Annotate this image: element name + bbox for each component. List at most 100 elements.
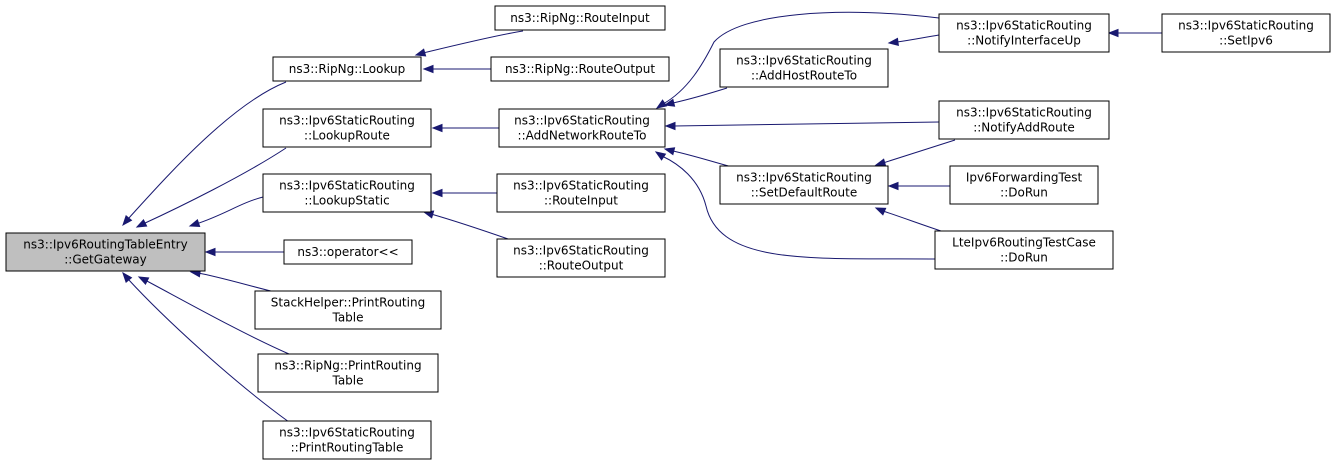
node-box <box>5 232 206 272</box>
node-label: ns3::Ipv6StaticRouting <box>956 106 1092 120</box>
arrowhead <box>663 147 676 156</box>
arrowhead <box>188 218 201 228</box>
arrowhead <box>663 98 676 107</box>
node-box <box>938 100 1110 140</box>
edge-line <box>127 81 287 220</box>
node-box <box>719 48 889 88</box>
edge-ripng-print-to-root <box>137 276 290 355</box>
node-notify-add-route[interactable]: ns3::Ipv6StaticRouting::NotifyAddRoute <box>938 100 1110 140</box>
arrowhead <box>431 188 443 198</box>
node-label: ns3::Ipv6StaticRouting <box>1178 19 1314 33</box>
edge-ipv6-forwarding-test-to-set-default-route <box>887 181 950 191</box>
node-label: ns3::Ipv6StaticRouting <box>513 179 649 193</box>
edge-lte-ipv6-routing-test-to-add-network-route-to <box>654 151 936 260</box>
node-label: ns3::Ipv6StaticRouting <box>514 114 650 128</box>
node-label: ::LookupRoute <box>304 129 390 143</box>
edge-set-ipv6-to-notify-interface-up <box>1107 28 1162 38</box>
edge-notify-interface-up-to-add-host-route-to <box>887 34 940 47</box>
edge-lookup-route-to-root <box>135 147 287 228</box>
edge-line <box>672 87 728 104</box>
node-label: ::NotifyInterfaceUp <box>967 34 1081 48</box>
node-static-route-output[interactable]: ns3::Ipv6StaticRouting::RouteOutput <box>496 238 666 278</box>
node-ripng-lookup[interactable]: ns3::RipNg::Lookup <box>272 56 422 82</box>
node-label: ::AddHostRouteTo <box>751 69 857 83</box>
arrowhead <box>414 48 427 57</box>
node-root[interactable]: ns3::Ipv6RoutingTableEntry::GetGateway <box>5 232 206 272</box>
edge-line <box>142 147 287 225</box>
edge-line <box>430 213 512 241</box>
node-lookup-route[interactable]: ns3::Ipv6StaticRouting::LookupRoute <box>262 108 432 148</box>
node-notify-interface-up[interactable]: ns3::Ipv6StaticRouting::NotifyInterfaceU… <box>938 13 1110 53</box>
node-static-route-input[interactable]: ns3::Ipv6StaticRouting::RouteInput <box>496 173 666 213</box>
node-ripng-print[interactable]: ns3::RipNg::PrintRoutingTable <box>257 353 439 393</box>
edge-add-host-route-to-to-add-network-route-to <box>663 87 728 107</box>
node-label: ::AddNetworkRouteTo <box>518 129 647 143</box>
edge-line <box>673 121 940 127</box>
node-operator-lshift[interactable]: ns3::operator<< <box>283 239 413 265</box>
node-label: ns3::Ipv6StaticRouting <box>279 114 415 128</box>
node-box <box>949 165 1099 205</box>
node-label: ::LookupStatic <box>304 194 389 208</box>
edge-ripng-lookup-to-root <box>122 81 287 227</box>
edge-line <box>127 278 290 423</box>
arrowhead <box>664 121 676 131</box>
edge-lte-ipv6-routing-test-to-set-default-route <box>874 207 942 232</box>
node-set-ipv6[interactable]: ns3::Ipv6StaticRouting::SetIpv6 <box>1161 13 1331 53</box>
node-static-print[interactable]: ns3::Ipv6StaticRouting::PrintRoutingTabl… <box>262 420 432 460</box>
arrowhead <box>122 271 133 284</box>
nodes-layer: ns3::Ipv6RoutingTableEntry::GetGatewayns… <box>5 5 1331 460</box>
arrowhead <box>122 214 133 227</box>
node-box <box>496 173 666 213</box>
node-ripng-route-output[interactable]: ns3::RipNg::RouteOutput <box>490 56 670 82</box>
node-label: ns3::Ipv6StaticRouting <box>279 426 415 440</box>
node-set-default-route[interactable]: ns3::Ipv6StaticRouting::SetDefaultRoute <box>719 165 889 205</box>
node-label: Table <box>331 374 363 388</box>
node-lte-ipv6-routing-test[interactable]: LteIpv6RoutingTestCase::DoRun <box>934 230 1114 270</box>
node-box <box>283 239 413 265</box>
node-add-host-route-to[interactable]: ns3::Ipv6StaticRouting::AddHostRouteTo <box>719 48 889 88</box>
edge-line <box>896 34 940 43</box>
edge-static-print-to-root <box>122 271 290 423</box>
arrowhead <box>431 123 443 133</box>
node-box <box>719 165 889 205</box>
node-stackhelper-print[interactable]: StackHelper::PrintRoutingTable <box>254 290 442 330</box>
node-label: ns3::RipNg::RouteOutput <box>505 62 655 76</box>
node-label: ::NotifyAddRoute <box>973 121 1075 135</box>
edge-stackhelper-print-to-root <box>189 269 272 292</box>
node-box <box>934 230 1114 270</box>
edge-lookup-static-to-root <box>188 196 264 228</box>
node-label: ns3::RipNg::PrintRouting <box>274 359 421 373</box>
edge-static-route-input-to-lookup-static <box>431 188 497 198</box>
edge-line <box>661 155 936 260</box>
node-ipv6-forwarding-test[interactable]: Ipv6ForwardingTest::DoRun <box>949 165 1099 205</box>
node-box <box>257 353 439 393</box>
edge-add-network-route-to-to-lookup-route <box>431 123 499 133</box>
node-box <box>494 5 666 31</box>
node-label: ::DoRun <box>1000 186 1048 200</box>
edge-line <box>882 139 956 164</box>
node-label: Table <box>331 311 363 325</box>
node-label: LteIpv6RoutingTestCase <box>952 236 1096 250</box>
node-box <box>272 56 422 82</box>
node-label: ns3::RipNg::Lookup <box>289 62 406 76</box>
edge-line <box>672 150 733 168</box>
arrowhead <box>874 158 887 167</box>
edge-line <box>144 279 290 355</box>
node-ripng-route-input[interactable]: ns3::RipNg::RouteInput <box>494 5 666 31</box>
node-box <box>490 56 670 82</box>
node-box <box>262 108 432 148</box>
node-label: ns3::Ipv6StaticRouting <box>736 171 872 185</box>
node-add-network-route-to[interactable]: ns3::Ipv6StaticRouting::AddNetworkRouteT… <box>498 108 666 148</box>
arrowhead <box>204 247 216 257</box>
node-label: ::GetGateway <box>64 253 146 267</box>
edge-ripng-route-input-to-ripng-lookup <box>414 30 524 57</box>
arrowhead <box>887 37 899 47</box>
edge-line <box>422 30 524 54</box>
arrowhead <box>135 218 148 228</box>
node-box <box>262 420 432 460</box>
node-lookup-static[interactable]: ns3::Ipv6StaticRouting::LookupStatic <box>262 173 432 213</box>
node-box <box>498 108 666 148</box>
edge-line <box>197 272 272 292</box>
node-box <box>254 290 442 330</box>
